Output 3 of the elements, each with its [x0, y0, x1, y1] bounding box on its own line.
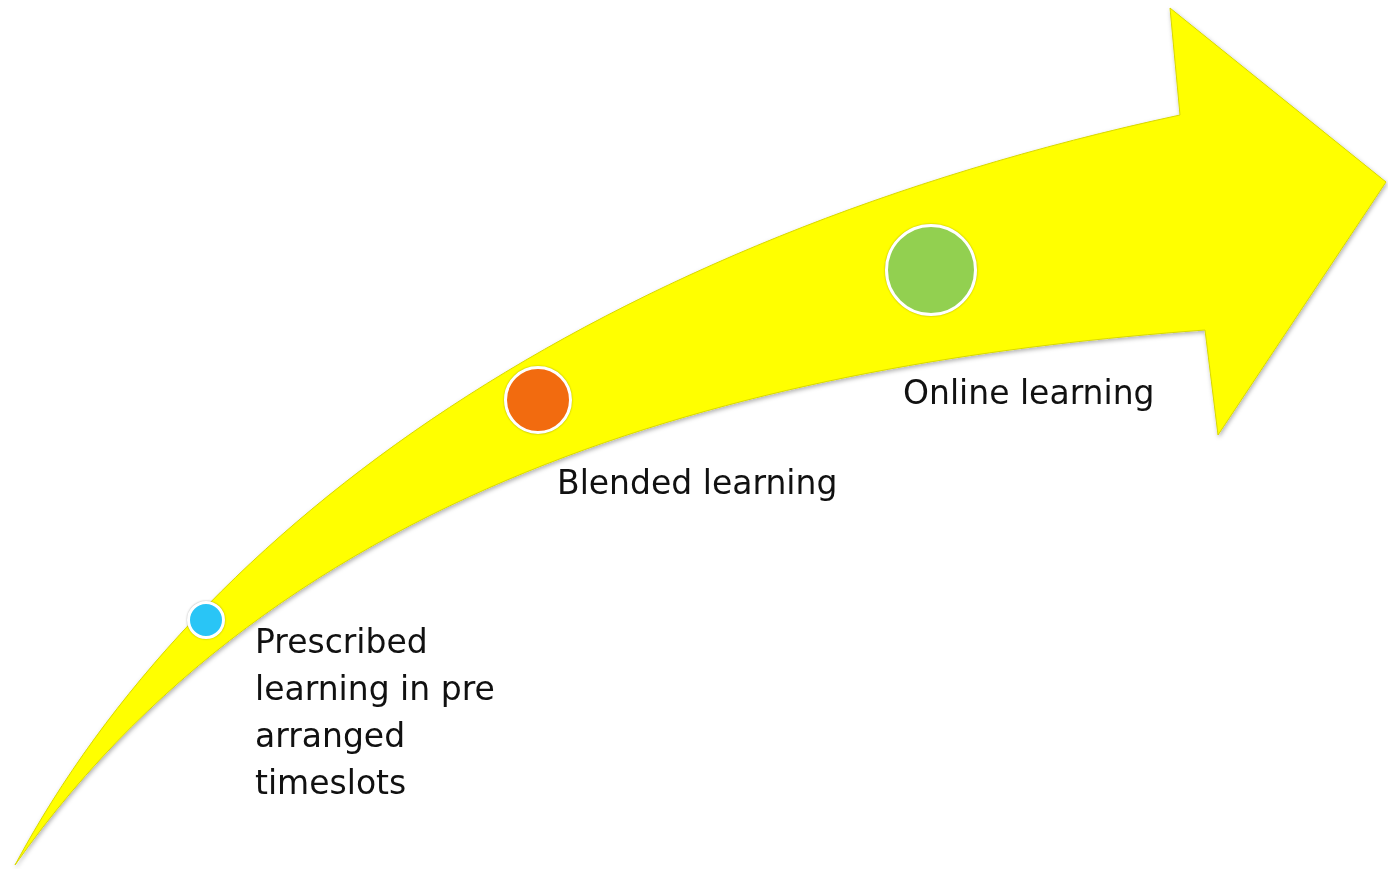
stage-caption: Blended learning — [557, 462, 839, 504]
stage-caption: Online learning — [903, 372, 1156, 414]
stage-caption: Prescribed learning in pre arranged timeslots — [255, 621, 496, 804]
